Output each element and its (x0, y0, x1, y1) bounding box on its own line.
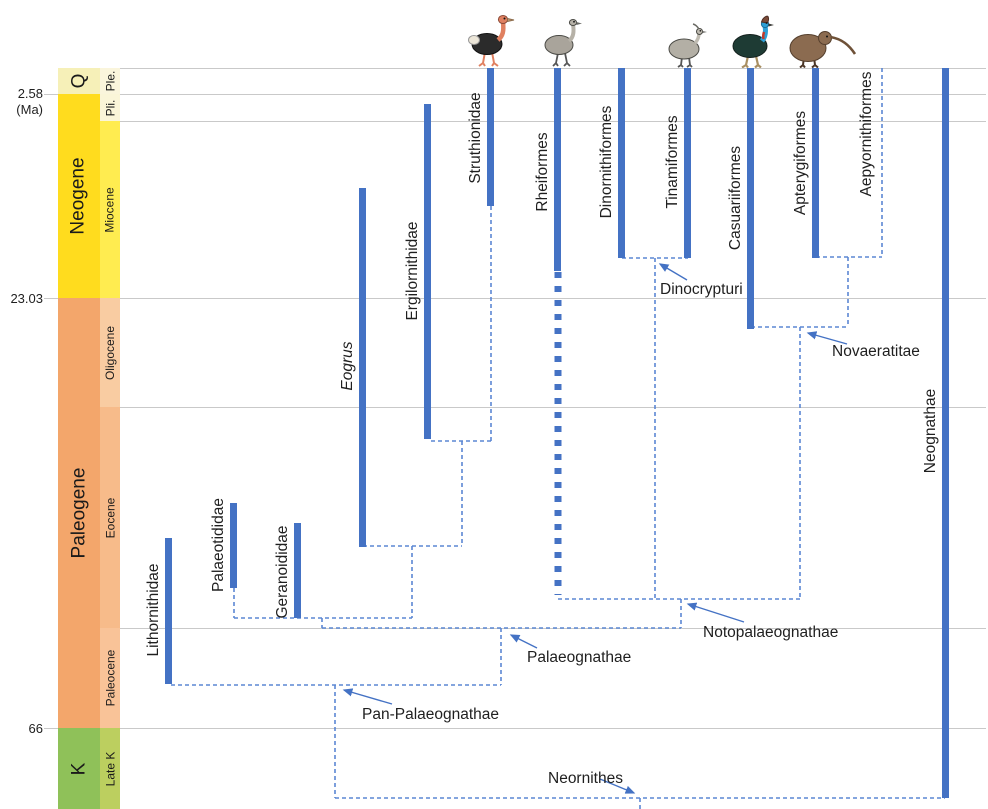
epoch-label: Oligocene (103, 325, 118, 380)
range-bar-eogrus (359, 188, 366, 547)
timescale-epoch-ple: Ple. (100, 68, 120, 94)
range-bar-casuariiformes (747, 68, 754, 329)
clade-label-pan-palaeognathae: Pan-Palaeognathae (362, 706, 500, 723)
epoch-label: Paleocene (103, 649, 117, 707)
taxon-label-dinornithiformes: Dinornithiformes (598, 105, 615, 219)
gridline-56ma (120, 628, 986, 629)
gridline-2.58ma (120, 93, 986, 95)
epoch-label: Ple. (103, 70, 117, 92)
taxon-label-tinamiformes: Tinamiformes (664, 115, 681, 209)
range-bar-neognathae (942, 68, 949, 798)
epoch-label: Pli. (102, 99, 117, 116)
age-unit-label: (Ma) (16, 102, 43, 117)
age-tick-mark-23.03ma (44, 298, 58, 300)
gridline-0ma (120, 68, 986, 69)
epoch-label: Eocene (103, 497, 118, 538)
range-bar-palaeotididae (230, 503, 237, 588)
tinamou-icon (658, 23, 714, 73)
clade-label-notopalaeognathae: Notopalaeognathae (703, 624, 839, 641)
timescale-epoch-paleocene: Paleocene (100, 628, 120, 728)
age-tick-66: 66 (28, 721, 43, 736)
period-label: Neogene (68, 157, 89, 235)
clade-pointer-arrow-2 (686, 602, 745, 623)
range-bar-rheiformes (554, 68, 561, 271)
ostrich-icon (462, 11, 520, 73)
rhea-icon (536, 17, 588, 73)
gridline-23.03ma (120, 298, 986, 300)
timescale-period-paleogene: Paleogene (58, 298, 100, 728)
taxon-label-eogrus: Eogrus (339, 341, 356, 391)
period-label: Paleogene (68, 467, 89, 559)
age-tick-2.58: 2.58 (17, 86, 43, 101)
gridline-66ma (120, 728, 986, 729)
taxon-label-apterygiformes: Apterygiformes (792, 110, 809, 216)
clade-label-dinocrypturi: Dinocrypturi (660, 281, 743, 298)
age-tick-23.03: 23.03 (10, 291, 43, 306)
clade-pointer-arrow-4 (342, 688, 393, 705)
kiwi-icon (784, 25, 862, 73)
timescale-epoch-pli: Pli. (100, 93, 120, 122)
age-tick-mark-66ma (44, 728, 58, 729)
range-bar-geranoididae (294, 523, 301, 618)
timescale-epoch-latek: Late K (100, 728, 120, 809)
taxon-label-palaeotididae: Palaeotididae (210, 498, 227, 592)
timescale-epoch-oligocene: Oligocene (100, 298, 120, 407)
timescale-period-neogene: Neogene (58, 93, 100, 299)
cassowary-icon (718, 15, 786, 73)
gridline-33.9ma (120, 407, 986, 408)
clade-label-neornithes: Neornithes (548, 770, 623, 787)
taxon-label-ergilornithidae: Ergilornithidae (404, 221, 421, 321)
taxon-label-aepyornithiformes: Aepyornithiformes (858, 71, 875, 197)
range-bar-ergilornithidae (424, 104, 431, 439)
range-bar-lithornithidae (165, 538, 172, 684)
gridline-5.33ma (120, 121, 986, 123)
range-bar-dinornithiformes (618, 68, 625, 258)
taxon-label-geranoididae: Geranoididae (274, 525, 291, 619)
timescale-epoch-miocene: Miocene (100, 121, 120, 299)
epoch-label: Miocene (103, 187, 118, 233)
clade-label-palaeognathae: Palaeognathae (527, 649, 632, 666)
clade-label-novaeratitae: Novaeratitae (832, 343, 920, 360)
timescale-period-k: K (58, 728, 100, 809)
taxon-label-lithornithidae: Lithornithidae (145, 563, 162, 657)
taxon-label-rheiformes: Rheiformes (534, 132, 551, 212)
range-bar-apterygiformes (812, 68, 819, 258)
period-label: Q (68, 73, 89, 89)
taxon-label-struthionidae: Struthionidae (467, 92, 484, 184)
clade-pointer-arrow-0 (658, 263, 688, 281)
epoch-label: Late K (103, 751, 118, 786)
clade-pointer-arrow-3 (509, 634, 538, 649)
taxon-label-casuariiformes: Casuariiformes (727, 145, 744, 251)
age-tick-mark-2.58ma (44, 93, 58, 95)
period-label: K (68, 762, 89, 775)
timescale-period-q: Q (58, 68, 100, 94)
timescale-epoch-eocene: Eocene (100, 407, 120, 628)
range-bar-struthionidae (487, 68, 494, 206)
taxon-label-neognathae: Neognathae (922, 388, 939, 474)
range-bar-tinamiformes (684, 68, 691, 258)
